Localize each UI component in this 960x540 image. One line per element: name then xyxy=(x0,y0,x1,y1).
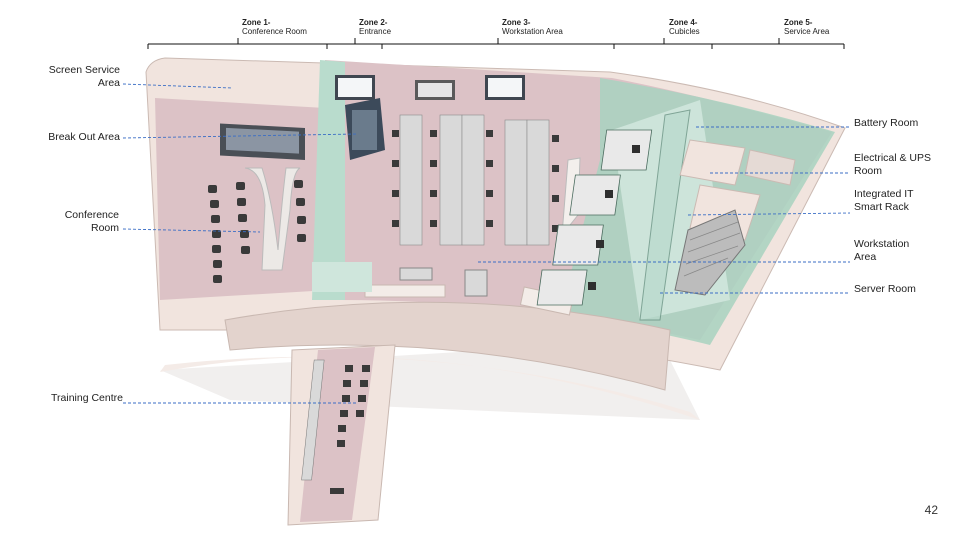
callout-battery-room: Battery Room xyxy=(854,117,919,129)
server-rack xyxy=(674,209,746,296)
zone-label-service-area: Zone 5-Service Area xyxy=(784,18,830,36)
zone-label-cubicles: Zone 4-Cubicles xyxy=(669,18,700,36)
zone-label-conference-room: Zone 1-Conference Room xyxy=(242,18,307,36)
conference-u-table xyxy=(244,167,301,271)
callout-training-centre: Training Centre xyxy=(51,392,123,404)
callout-server-room: Server Room xyxy=(854,283,916,295)
zone-label-workstation-area: Zone 3-Workstation Area xyxy=(502,18,563,36)
callout-break-out-area: Break Out Area xyxy=(48,131,120,143)
zone-label-entrance: Zone 2-Entrance xyxy=(359,18,392,36)
zone-brackets xyxy=(147,38,845,49)
page-number: 42 xyxy=(924,503,938,517)
